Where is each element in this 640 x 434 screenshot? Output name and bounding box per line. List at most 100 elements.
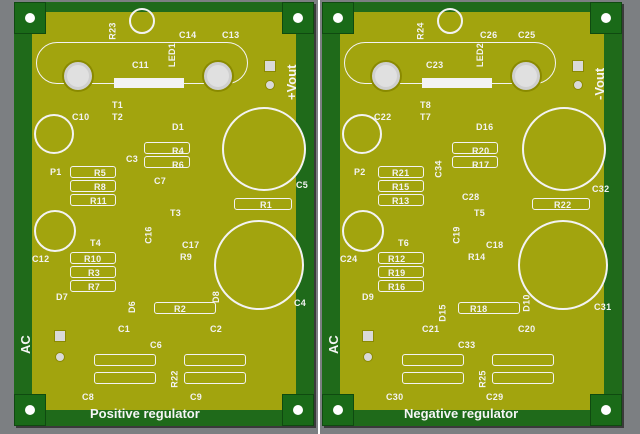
label-c4: C4 xyxy=(294,298,307,308)
label-d9: D9 xyxy=(362,292,375,302)
heatsink-mount-hole xyxy=(512,62,540,90)
diode-footprint xyxy=(94,354,156,366)
label-r19: R19 xyxy=(388,268,406,278)
output-pad xyxy=(572,60,584,72)
label-c17: C17 xyxy=(182,240,200,250)
output-label: +Vout xyxy=(284,64,299,100)
capacitor-c22 xyxy=(342,114,382,154)
mounting-pad-bottom-right xyxy=(282,394,314,426)
resistor-footprint xyxy=(378,180,424,192)
label-d8: D8 xyxy=(211,290,222,304)
label-t7: T7 xyxy=(420,112,432,122)
label-r18: R18 xyxy=(470,304,488,314)
led-footprint xyxy=(437,8,463,34)
label-p2: P2 xyxy=(354,167,366,177)
capacitor-c5 xyxy=(222,107,306,191)
label-r11: R11 xyxy=(90,196,107,206)
label-c22: C22 xyxy=(374,112,392,122)
label-r6: R6 xyxy=(172,160,185,170)
label-r17: R17 xyxy=(472,160,490,170)
heatsink-mount-hole xyxy=(64,62,92,90)
label-c24: C24 xyxy=(340,254,358,264)
label-led2: LED2 xyxy=(475,42,486,68)
ac-pad xyxy=(55,352,65,362)
diode-footprint xyxy=(492,372,554,384)
capacitor-c24 xyxy=(342,210,384,252)
label-c33: C33 xyxy=(458,340,476,350)
heatsink-mount-hole xyxy=(204,62,232,90)
resistor-footprint xyxy=(70,252,116,264)
label-t3: T3 xyxy=(170,208,182,218)
label-r14: R14 xyxy=(468,252,486,262)
label-c2: C2 xyxy=(210,324,223,334)
resistor-footprint xyxy=(532,198,590,210)
label-r9: R9 xyxy=(180,252,193,262)
diode-footprint xyxy=(184,372,246,384)
output-pad xyxy=(264,60,276,72)
resistor-footprint xyxy=(70,280,116,292)
label-r3: R3 xyxy=(88,268,101,278)
label-c23: C23 xyxy=(426,60,444,70)
label-r15: R15 xyxy=(392,182,410,192)
label-c16: C16 xyxy=(143,226,154,244)
mounting-pad-top-left xyxy=(14,2,46,34)
resistor-footprint xyxy=(452,156,498,168)
resistor-footprint xyxy=(378,252,424,264)
resistor-footprint xyxy=(234,198,292,210)
mounting-pad-bottom-right xyxy=(590,394,622,426)
label-r21: R21 xyxy=(392,168,410,178)
label-r23: R23 xyxy=(107,22,118,40)
mounting-pad-bottom-left xyxy=(322,394,354,426)
label-c34: C34 xyxy=(433,160,444,178)
resistor-footprint xyxy=(70,180,116,192)
diode-footprint xyxy=(492,354,554,366)
label-r8: R8 xyxy=(94,182,107,192)
capacitor-c10 xyxy=(34,114,74,154)
label-c3: C3 xyxy=(126,154,139,164)
output-pad xyxy=(265,80,275,90)
label-c12: C12 xyxy=(32,254,50,264)
pcb-board-negative: R24 C26 C25 C23 LED2 T8 T7 C22 D16 R20 R… xyxy=(322,2,622,426)
resistor-footprint xyxy=(452,142,498,154)
label-t5: T5 xyxy=(474,208,486,218)
label-c9: C9 xyxy=(190,392,203,402)
capacitor-c12 xyxy=(34,210,76,252)
label-r13: R13 xyxy=(392,196,410,206)
capacitor-c31 xyxy=(518,220,608,310)
label-c19: C19 xyxy=(451,226,462,244)
label-c21: C21 xyxy=(422,324,440,334)
label-c26: C26 xyxy=(480,30,498,40)
label-r5: R5 xyxy=(94,168,107,178)
label-t8: T8 xyxy=(420,100,432,110)
ac-pad xyxy=(54,330,66,342)
label-c10: C10 xyxy=(72,112,90,122)
label-r4: R4 xyxy=(172,146,185,156)
label-led1: LED1 xyxy=(167,42,178,68)
mounting-pad-top-right xyxy=(590,2,622,34)
board-title: Negative regulator xyxy=(404,406,519,421)
label-p1: P1 xyxy=(50,167,62,177)
label-c6: C6 xyxy=(150,340,163,350)
resistor-footprint xyxy=(458,302,520,314)
label-r20: R20 xyxy=(472,146,490,156)
heatsink-mount-hole xyxy=(372,62,400,90)
input-label: AC xyxy=(18,335,33,354)
label-r25: R25 xyxy=(477,370,488,388)
label-r16: R16 xyxy=(388,282,406,292)
diode-footprint xyxy=(184,354,246,366)
capacitor-c32 xyxy=(522,107,606,191)
label-r1: R1 xyxy=(260,200,273,210)
output-label: -Vout xyxy=(592,67,607,100)
output-pad xyxy=(573,80,583,90)
label-r2: R2 xyxy=(174,304,187,314)
resistor-footprint xyxy=(144,142,190,154)
label-d7: D7 xyxy=(56,292,69,302)
label-c13: C13 xyxy=(222,30,240,40)
mounting-pad-top-right xyxy=(282,2,314,34)
ac-pad xyxy=(362,330,374,342)
label-t1: T1 xyxy=(112,100,124,110)
diode-footprint xyxy=(402,354,464,366)
label-d15: D15 xyxy=(437,304,448,322)
label-d1: D1 xyxy=(172,122,185,132)
pcb-board-positive: R23 C14 C13 C11 LED1 T1 T2 C10 D1 R4 R6 … xyxy=(14,2,314,426)
